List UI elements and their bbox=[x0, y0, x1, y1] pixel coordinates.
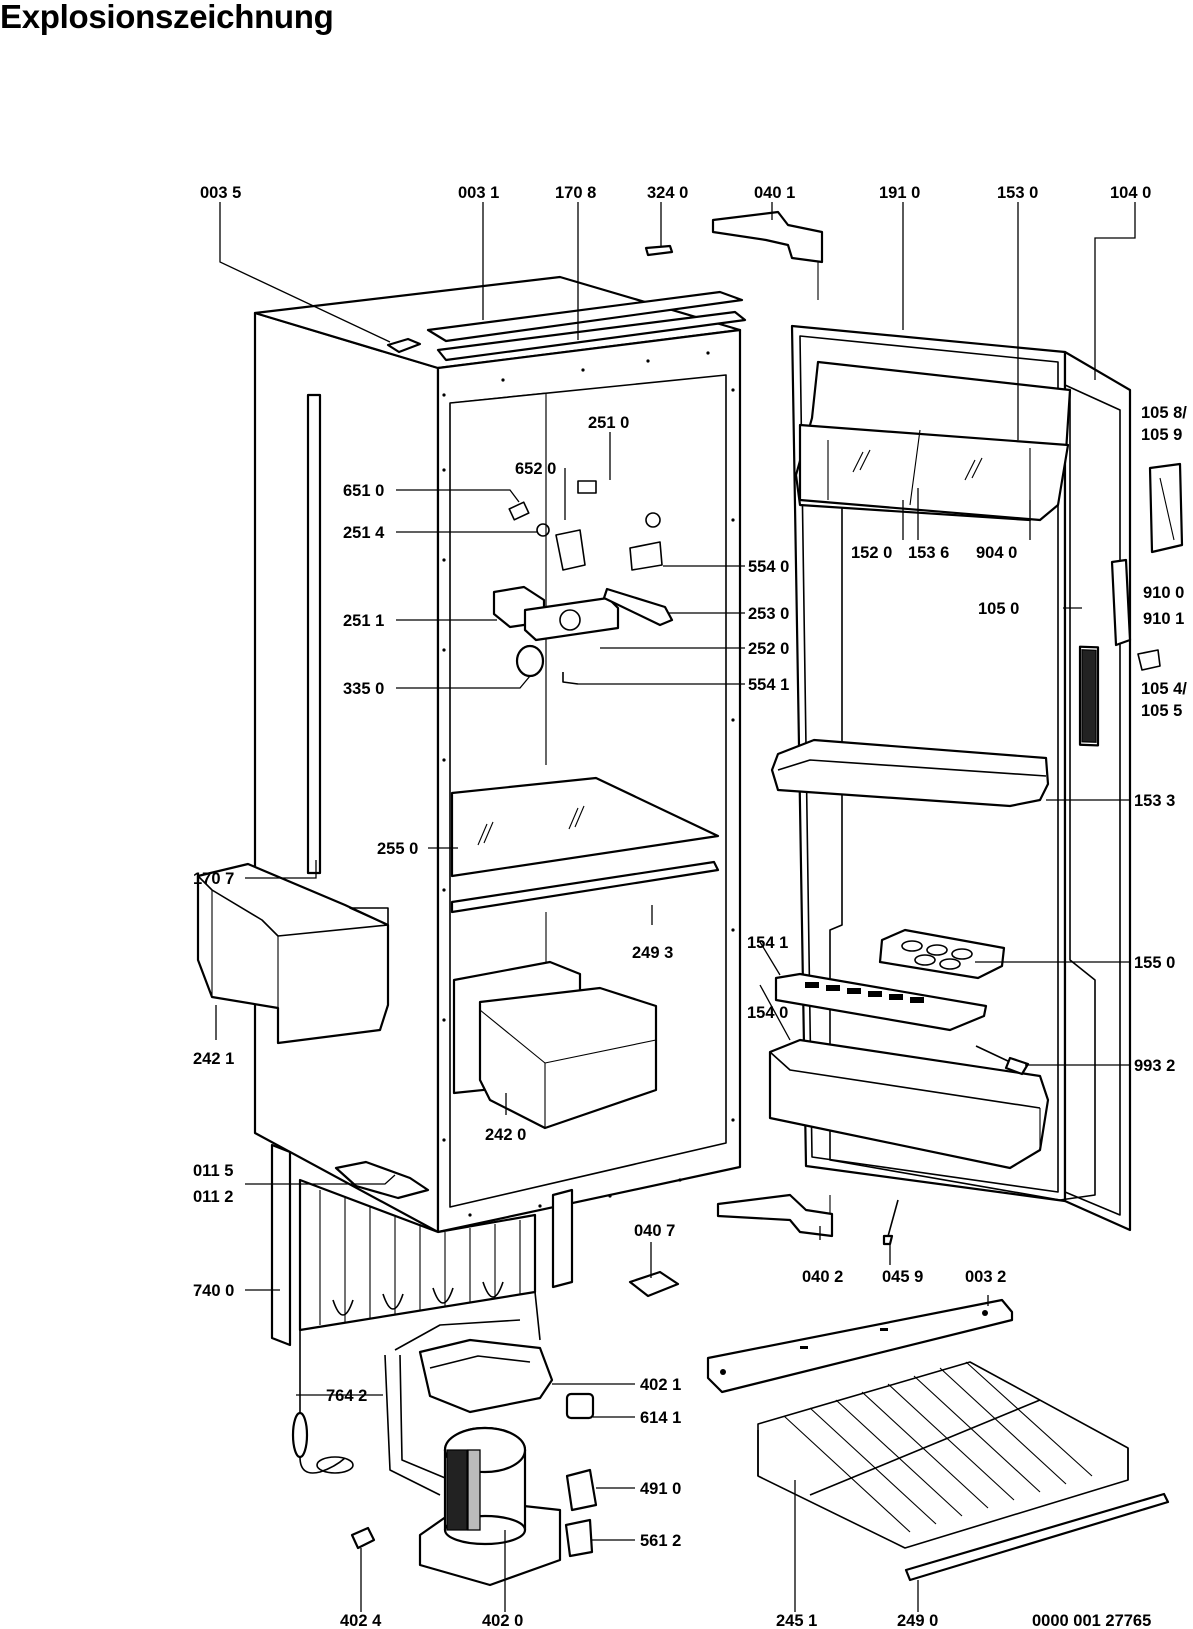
page-title: Explosionszeichnung bbox=[0, 0, 334, 35]
callout-105-5: 105 5 bbox=[1141, 702, 1182, 720]
callout-740-0: 740 0 bbox=[193, 1282, 234, 1300]
callout-153-6: 153 6 bbox=[908, 544, 949, 562]
light-thermostat-assembly bbox=[492, 480, 674, 685]
callout-003-2: 003 2 bbox=[965, 1268, 1006, 1286]
callout-170-7: 170 7 bbox=[193, 870, 234, 888]
callout-251-4: 251 4 bbox=[343, 524, 385, 542]
callout-153-3: 153 3 bbox=[1134, 792, 1175, 810]
callout-554-0: 554 0 bbox=[748, 558, 789, 576]
callout-652-0: 652 0 bbox=[515, 460, 556, 478]
callout-105-8: 105 8/ bbox=[1141, 404, 1187, 422]
callout-910-1: 910 1 bbox=[1143, 610, 1184, 628]
callout-105-0: 105 0 bbox=[978, 600, 1019, 618]
callout-245-1: 245 1 bbox=[776, 1612, 817, 1629]
callout-910-0: 910 0 bbox=[1143, 584, 1184, 602]
door-assembly bbox=[768, 324, 1184, 1232]
callout-251-1: 251 1 bbox=[343, 612, 384, 630]
callout-242-0: 242 0 bbox=[485, 1126, 526, 1144]
callout-764-2: 764 2 bbox=[326, 1387, 367, 1405]
callout-335-0: 335 0 bbox=[343, 680, 384, 698]
callout-155-0: 155 0 bbox=[1134, 954, 1175, 972]
callout-255-0: 255 0 bbox=[377, 840, 418, 858]
callout-labels: 003 5 003 1 170 8 324 0 040 1 191 0 153 … bbox=[193, 184, 1187, 1629]
callout-105-4: 105 4/ bbox=[1141, 680, 1187, 698]
callout-154-1: 154 1 bbox=[747, 934, 788, 952]
callout-040-7: 040 7 bbox=[634, 1222, 675, 1240]
callout-402-1: 402 1 bbox=[640, 1376, 681, 1394]
callout-242-1: 242 1 bbox=[193, 1050, 234, 1068]
callout-104-0: 104 0 bbox=[1110, 184, 1151, 202]
rear-grille-and-rail bbox=[706, 1298, 1170, 1582]
compressor-assembly bbox=[350, 1338, 598, 1587]
crisper-drawer-left bbox=[196, 862, 390, 1045]
callout-252-0: 252 0 bbox=[748, 640, 789, 658]
callout-249-0: 249 0 bbox=[897, 1612, 938, 1629]
callout-561-2: 561 2 bbox=[640, 1532, 681, 1550]
callout-011-5: 011 5 bbox=[193, 1162, 233, 1180]
shelves bbox=[450, 776, 720, 1130]
callout-152-0: 152 0 bbox=[851, 544, 892, 562]
callout-904-0: 904 0 bbox=[976, 544, 1017, 562]
callout-554-1: 554 1 bbox=[748, 676, 789, 694]
callout-249-3: 249 3 bbox=[632, 944, 673, 962]
callout-040-1: 040 1 bbox=[754, 184, 795, 202]
callout-003-5: 003 5 bbox=[200, 184, 241, 202]
callout-993-2: 993 2 bbox=[1134, 1057, 1175, 1075]
callout-324-0: 324 0 bbox=[647, 184, 688, 202]
leader-lines bbox=[215, 202, 1136, 1612]
callout-045-9: 045 9 bbox=[882, 1268, 923, 1286]
callout-402-0: 402 0 bbox=[482, 1612, 523, 1629]
side-strip-170-7 bbox=[306, 393, 322, 875]
condenser-and-bottom bbox=[270, 1143, 574, 1496]
callout-154-0: 154 0 bbox=[747, 1004, 788, 1022]
callout-191-0: 191 0 bbox=[879, 184, 920, 202]
callout-105-9: 105 9 bbox=[1141, 426, 1182, 444]
callout-614-1: 614 1 bbox=[640, 1409, 681, 1427]
callout-040-2: 040 2 bbox=[802, 1268, 843, 1286]
callout-251-0: 251 0 bbox=[588, 414, 629, 432]
callout-491-0: 491 0 bbox=[640, 1480, 681, 1498]
hinges bbox=[628, 210, 899, 1298]
callout-170-8: 170 8 bbox=[555, 184, 596, 202]
callout-011-2: 011 2 bbox=[193, 1188, 233, 1206]
drawing-number: 0000 001 27765 bbox=[1032, 1612, 1151, 1629]
callout-402-4: 402 4 bbox=[340, 1612, 382, 1629]
callout-253-0: 253 0 bbox=[748, 605, 789, 623]
callout-651-0: 651 0 bbox=[343, 482, 384, 500]
callout-153-0: 153 0 bbox=[997, 184, 1038, 202]
callout-003-1: 003 1 bbox=[458, 184, 499, 202]
